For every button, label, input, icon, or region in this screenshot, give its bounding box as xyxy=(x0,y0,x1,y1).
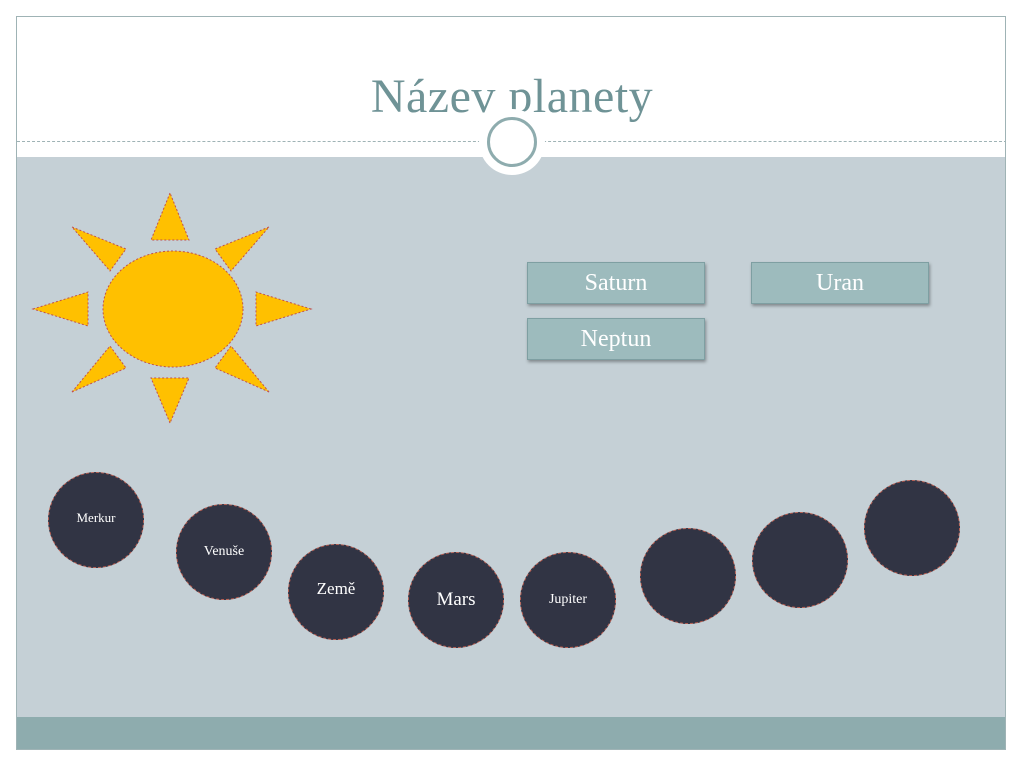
sun-ray xyxy=(255,291,313,327)
sun-ray xyxy=(150,377,190,425)
planet-merkur[interactable]: Merkur xyxy=(48,472,144,568)
sun-core xyxy=(102,250,244,368)
planet-slot-uran[interactable] xyxy=(752,512,848,608)
planet-mars[interactable]: Mars xyxy=(408,552,504,648)
label-neptun[interactable]: Neptun xyxy=(527,318,705,360)
planet-label: Země xyxy=(316,579,356,598)
slide-content-area xyxy=(17,157,1005,717)
planet-label: Merkur xyxy=(76,510,116,525)
sun-ray xyxy=(71,345,127,393)
planet-label: Mars xyxy=(436,589,476,610)
planet-venuse[interactable]: Venuše xyxy=(176,504,272,600)
planet-zeme[interactable]: Země xyxy=(288,544,384,640)
slide: Název planety Saturn Uran Neptun Merkur … xyxy=(16,16,1006,750)
sun-ray xyxy=(31,291,89,327)
sun-ray xyxy=(214,345,270,393)
ornament-ring-icon xyxy=(487,117,537,167)
label-saturn[interactable]: Saturn xyxy=(527,262,705,304)
planet-slot-saturn[interactable] xyxy=(640,528,736,624)
footer-bar xyxy=(17,717,1005,749)
label-uran[interactable]: Uran xyxy=(751,262,929,304)
sun-ray xyxy=(71,226,127,272)
sun-ray xyxy=(150,191,190,241)
planet-label: Venuše xyxy=(203,544,245,559)
sun-icon xyxy=(31,191,313,425)
planet-label: Jupiter xyxy=(548,592,588,607)
planet-slot-neptun[interactable] xyxy=(864,480,960,576)
sun-ray xyxy=(214,226,270,272)
planet-jupiter[interactable]: Jupiter xyxy=(520,552,616,648)
